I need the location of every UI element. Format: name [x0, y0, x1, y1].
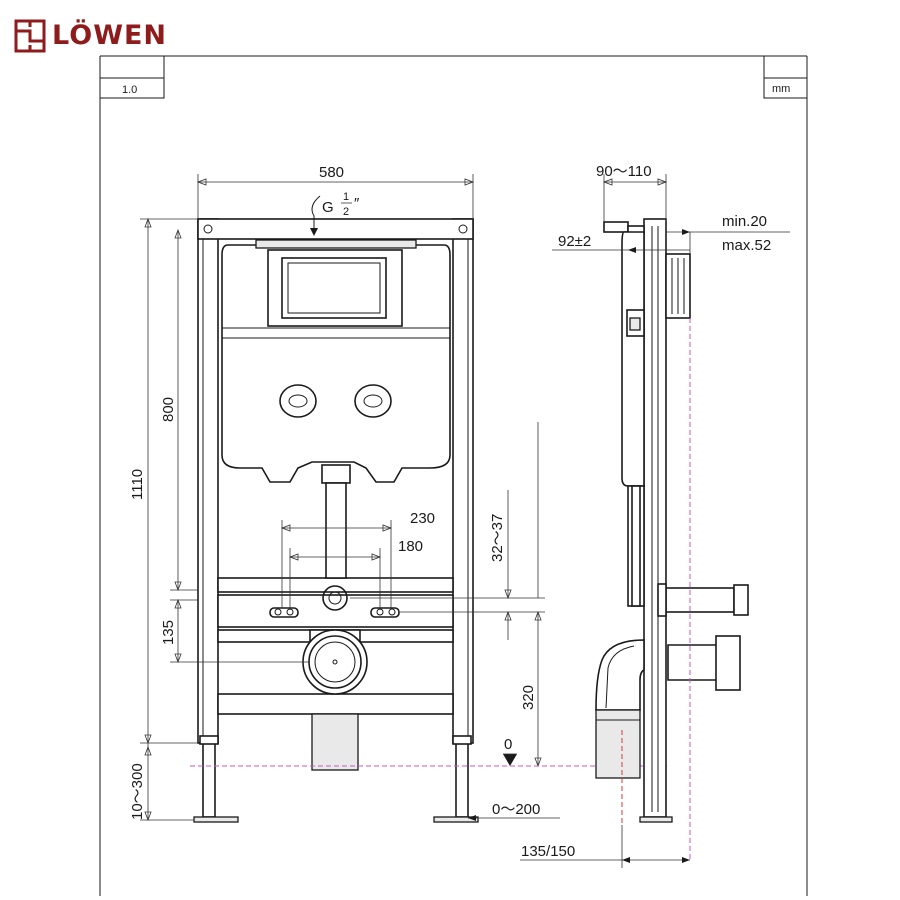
- dim-bolt-offset: 32～37: [489, 514, 506, 562]
- dim-inlet-fraction-num: 1: [343, 191, 349, 203]
- side-dimensions: [520, 174, 790, 868]
- dim-foot-adjust: 0～200: [492, 801, 540, 818]
- dim-leg-adjust: 10～300: [129, 763, 146, 820]
- dim-inlet-fraction-den: 2: [343, 206, 349, 218]
- brand-name: LÖWEN: [52, 20, 168, 51]
- dim-inlet-thread: G: [322, 199, 334, 216]
- front-dimensions: [140, 174, 668, 822]
- drawing-frame: [99, 55, 808, 896]
- dim-bolt-outer: 230: [410, 510, 435, 527]
- dim-inlet-mark: ″: [354, 195, 360, 212]
- dim-wall-min: min.20: [722, 213, 767, 230]
- side-view: [595, 218, 749, 862]
- dim-width: 580: [319, 164, 344, 181]
- drawing-unit: mm: [772, 83, 790, 95]
- drawing-version: 1.0: [122, 84, 137, 96]
- dim-flush-offset: 92±2: [558, 233, 591, 250]
- dim-zero-level: 0: [504, 736, 512, 753]
- front-view: [193, 218, 479, 823]
- brand-mark-icon: [14, 19, 46, 53]
- brand-logo: LÖWEN: [14, 16, 167, 56]
- dim-outlet-height: 135: [160, 620, 177, 645]
- dim-wall-max: max.52: [722, 237, 771, 254]
- dim-depth-range: 90～110: [596, 163, 652, 180]
- dim-bolt-height: 320: [520, 685, 537, 710]
- dim-bolt-inner: 180: [398, 538, 423, 555]
- dim-total-height: 1110: [129, 469, 146, 500]
- dim-drain-distance: 135/150: [521, 843, 575, 860]
- dim-cistern-height: 800: [160, 397, 177, 422]
